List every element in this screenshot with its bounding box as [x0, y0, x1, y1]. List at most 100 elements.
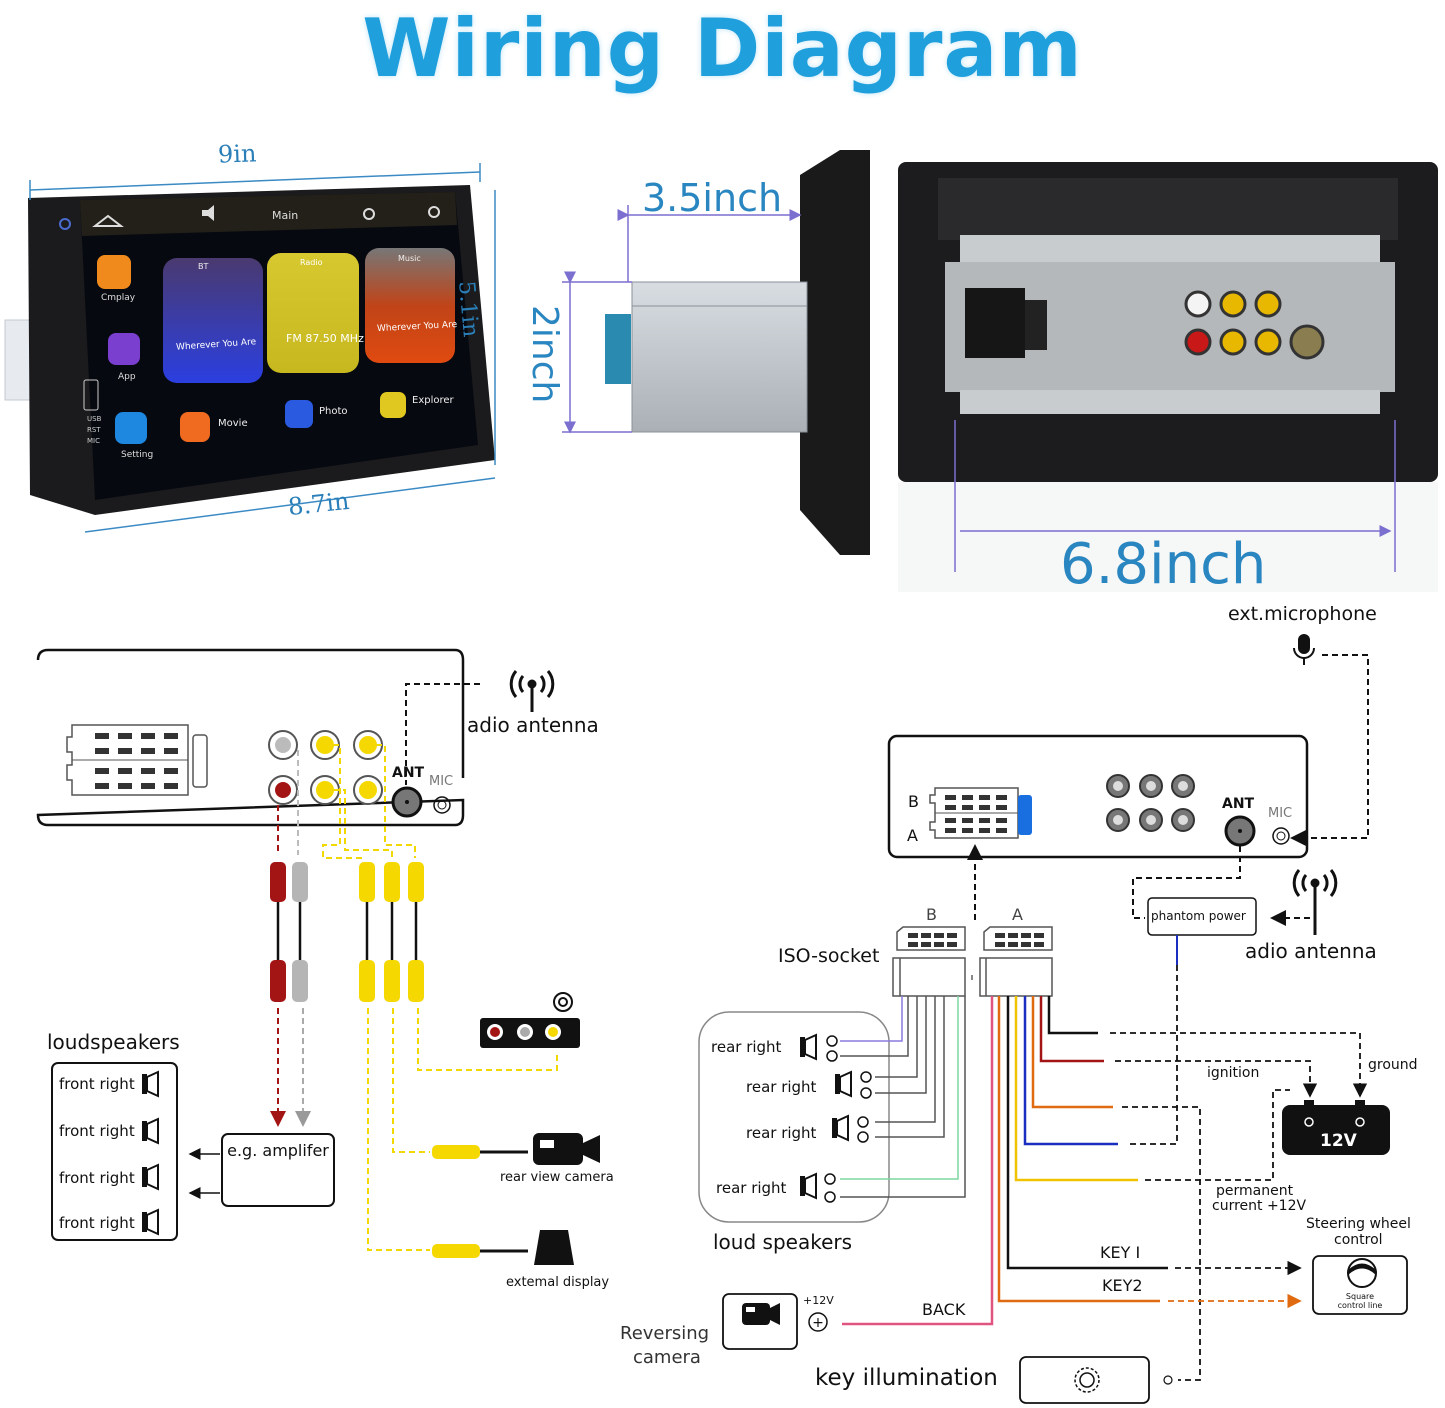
rca-plug [384, 960, 400, 1002]
speaker-icon [835, 1070, 852, 1098]
speaker-icon [142, 1070, 159, 1098]
shortcut-movie[interactable]: Movie [218, 418, 248, 429]
left-mic-label: MIC [429, 774, 454, 789]
iso-pin [962, 828, 973, 833]
side-dimension-lines [562, 205, 802, 434]
rca-jacks-photo [1184, 290, 1325, 360]
screen-title: Main [272, 209, 299, 222]
speaker-front-right-3: front right [59, 1169, 135, 1187]
screen-app-cmplay[interactable]: Cmplay [101, 293, 136, 303]
plus-terminal-icon [808, 1312, 828, 1332]
socket-pin [1021, 933, 1031, 938]
iso-socket-label: ISO-socket [778, 945, 880, 967]
plus12v-label: +12V [803, 1294, 834, 1307]
iso-pin [962, 795, 973, 800]
rca-plug [270, 960, 286, 1002]
photo-icon [285, 400, 313, 428]
iso-pin [945, 795, 956, 800]
rear-view-camera-label: rear view camera [500, 1170, 614, 1185]
socket-pin [908, 933, 918, 938]
microphone-icon [1293, 634, 1315, 665]
iso-pin [141, 733, 155, 739]
iso-pin [141, 768, 155, 774]
brightness-icon [363, 208, 375, 220]
side-height-label: 2inch [524, 305, 565, 404]
rca-plug [408, 960, 424, 1002]
iso-pin [118, 768, 132, 774]
rca-plug [359, 862, 375, 902]
socket-pin [1034, 933, 1044, 938]
permanent-label: permanent [1216, 1183, 1294, 1199]
reversing-camera-box [722, 1293, 798, 1350]
key-illumination-box [1019, 1356, 1150, 1404]
socket-pin [995, 942, 1005, 947]
socket-pin [947, 942, 957, 947]
rca-cables [270, 862, 424, 1002]
music-card [365, 248, 455, 363]
iso-pin [979, 805, 990, 810]
volume-icon [202, 205, 214, 221]
bt-card-source: BT [198, 262, 209, 271]
speaker-icon [832, 1114, 849, 1142]
socket-pin [921, 942, 931, 947]
socket-pin [947, 933, 957, 938]
right-ant-label: ANT [1222, 796, 1255, 812]
antenna-icon-right [1292, 869, 1338, 935]
speaker-terminal [824, 1173, 836, 1185]
speaker-terminal [826, 1035, 838, 1047]
socket-a-label: A [1012, 905, 1023, 924]
radio-card-text[interactable]: FM 87.50 MHz [286, 332, 364, 345]
rear-speaker-3: rear right [746, 1124, 817, 1142]
battery-label: 12V [1320, 1131, 1357, 1151]
bt-card [163, 258, 263, 383]
socket-pin [995, 933, 1005, 938]
rca-plug [270, 862, 286, 902]
settings-gear-icon [428, 206, 440, 218]
screen-app-setting[interactable]: Setting [121, 450, 154, 460]
iso-socket-b [892, 926, 966, 997]
iso-pin [118, 733, 132, 739]
key2-label: KEY2 [1102, 1276, 1143, 1295]
speaker-front-right-4: front right [59, 1214, 135, 1232]
side-unit-photo [605, 150, 870, 555]
socket-pin [1008, 942, 1018, 947]
music-card-source: Music [398, 254, 421, 263]
steering-title-2: control [1334, 1232, 1383, 1248]
phantom-power-box [1147, 897, 1257, 936]
front-height-label: 5.1in [453, 280, 483, 339]
iso-pin [164, 748, 178, 754]
loudspeakers-title: loudspeakers [47, 1030, 180, 1054]
speaker-icon [142, 1117, 159, 1145]
steering-wheel-box [1312, 1255, 1408, 1315]
rca-plug [292, 960, 308, 1002]
svg-text:+: + [812, 1315, 824, 1331]
iso-pin [164, 733, 178, 739]
amplifier-box [221, 1133, 335, 1207]
speaker-terminal [824, 1191, 836, 1203]
shortcut-photo[interactable]: Photo [319, 406, 348, 417]
ext-microphone-label: ext.microphone [1228, 603, 1377, 625]
iso-pin [95, 768, 109, 774]
iso-pin [118, 748, 132, 754]
shortcut-explorer[interactable]: Explorer [412, 395, 454, 406]
iso-pin [945, 805, 956, 810]
external-display-label: extemal display [506, 1275, 610, 1290]
speaker-icon [800, 1033, 817, 1061]
socket-pin [921, 933, 931, 938]
mic-jack [433, 796, 451, 814]
ignition-label: ignition [1207, 1065, 1260, 1081]
camera-icon [742, 1303, 780, 1325]
iso-pin [164, 768, 178, 774]
steering-wheel-icon [1347, 1258, 1377, 1288]
front-width-top-label: 9in [217, 139, 257, 169]
rear-speaker-4: rear right [716, 1179, 787, 1197]
screen-app-app[interactable]: App [118, 372, 136, 382]
left-antenna-label: adio antenna [467, 713, 599, 737]
reversing-label: Reversing [620, 1323, 710, 1344]
front-unit-photo [4, 185, 495, 515]
reversing-camera-label: camera [633, 1347, 701, 1368]
iso-pin [979, 795, 990, 800]
iso-pin [962, 805, 973, 810]
iso-pin [118, 783, 132, 789]
loud-speakers-label: loud speakers [713, 1230, 853, 1254]
